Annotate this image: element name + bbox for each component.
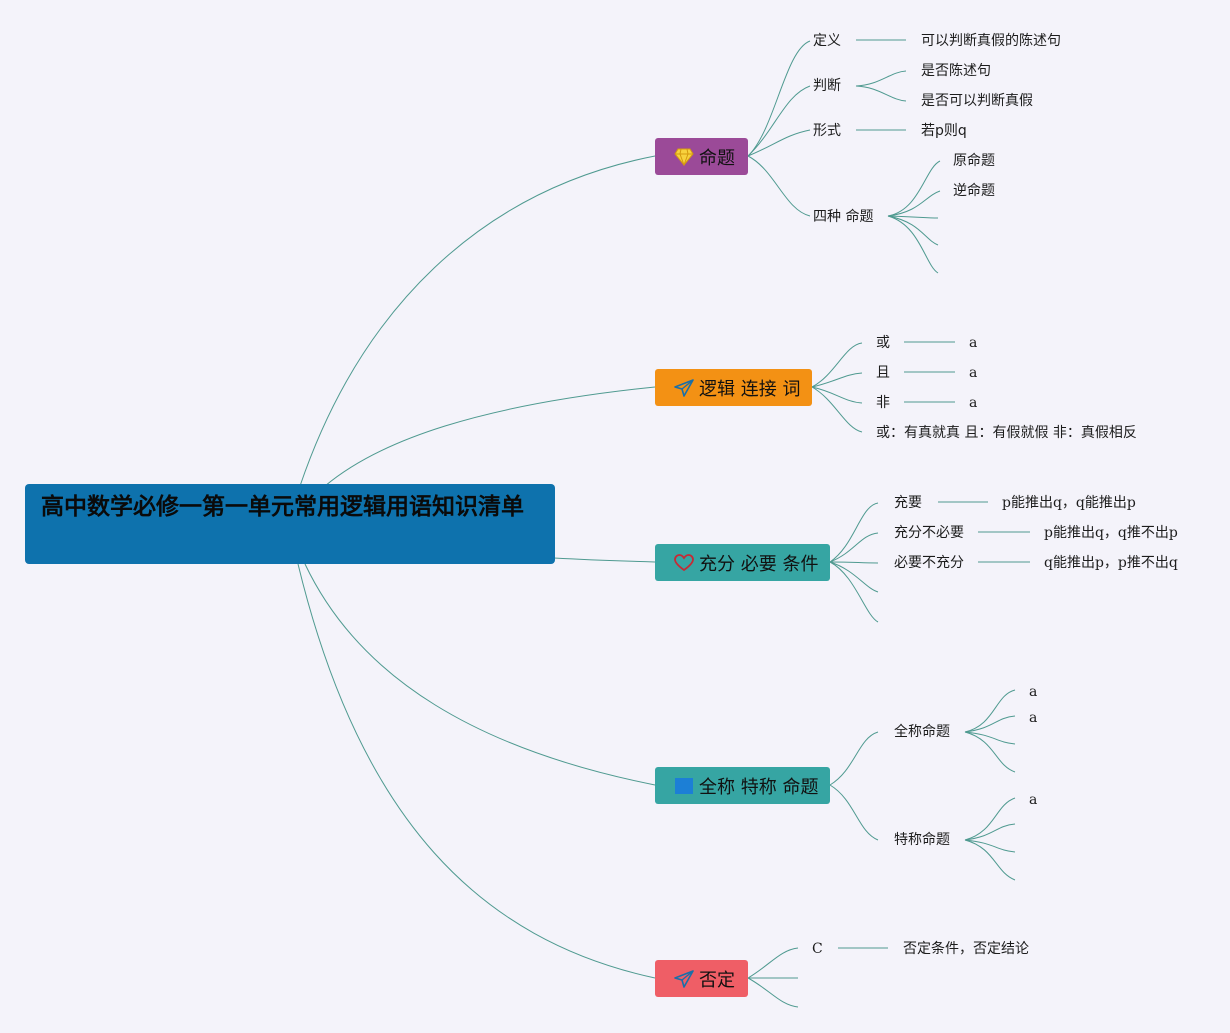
- quantifier-universal-label[interactable]: 全称命题: [894, 724, 950, 740]
- quantifier-existential-item[interactable]: a: [1029, 792, 1038, 808]
- quantifier-universal-item[interactable]: a: [1029, 710, 1038, 726]
- condition-item-label[interactable]: 充分不必要: [894, 525, 964, 541]
- logic-or-value[interactable]: a: [969, 335, 978, 351]
- logic-or-label[interactable]: 或: [876, 335, 890, 351]
- proposition-four-label[interactable]: 四种 命题: [813, 209, 874, 225]
- condition-item-value[interactable]: q能推出p，p推不出q: [1044, 555, 1178, 571]
- root-topic[interactable]: 高中数学必修一第一单元常用逻辑用语知识清单: [25, 484, 555, 564]
- condition-item-value[interactable]: p能推出q，q能推出p: [1002, 495, 1136, 511]
- branch-logic-label: 逻辑 连接 词: [699, 378, 801, 400]
- branch-negation[interactable]: 否定: [655, 960, 748, 997]
- quantifier-existential-label[interactable]: 特称命题: [894, 832, 950, 848]
- proposition-definition-label[interactable]: 定义: [813, 33, 841, 49]
- proposition-judgement-item[interactable]: 是否陈述句: [921, 63, 991, 79]
- proposition-judgement-item[interactable]: 是否可以判断真假: [921, 93, 1033, 109]
- diamond-icon: [673, 146, 695, 168]
- paper-plane-icon: [673, 968, 695, 990]
- proposition-definition-value[interactable]: 可以判断真假的陈述句: [921, 33, 1061, 49]
- branch-condition-label: 充分 必要 条件: [699, 553, 819, 575]
- logic-summary[interactable]: 或：有真就真 且：有假就假 非：真假相反: [876, 425, 1137, 441]
- branch-proposition[interactable]: 命题: [655, 138, 748, 175]
- condition-item-label[interactable]: 充要: [894, 495, 922, 511]
- paper-plane-icon: [673, 377, 695, 399]
- branch-logic[interactable]: 逻辑 连接 词: [655, 369, 812, 406]
- heart-icon: [673, 552, 695, 574]
- root-title: 高中数学必修一第一单元常用逻辑用语知识清单: [41, 494, 524, 520]
- logic-and-label[interactable]: 且: [876, 365, 890, 381]
- branch-quantifier-label: 全称 特称 命题: [699, 776, 819, 798]
- proposition-four-item[interactable]: 逆命题: [953, 183, 995, 199]
- flag-icon: [673, 775, 695, 797]
- condition-item-value[interactable]: p能推出q，q推不出p: [1044, 525, 1178, 541]
- condition-item-label[interactable]: 必要不充分: [894, 555, 964, 571]
- logic-not-value[interactable]: a: [969, 395, 978, 411]
- negation-item-value[interactable]: 否定条件，否定结论: [903, 941, 1029, 957]
- branch-proposition-label: 命题: [699, 147, 735, 169]
- logic-not-label[interactable]: 非: [876, 395, 890, 411]
- branch-condition[interactable]: 充分 必要 条件: [655, 544, 830, 581]
- proposition-four-item[interactable]: 原命题: [953, 153, 995, 169]
- proposition-form-value[interactable]: 若p则q: [921, 123, 967, 139]
- negation-item-label[interactable]: C: [812, 941, 823, 957]
- branch-negation-label: 否定: [699, 969, 735, 991]
- proposition-judgement-label[interactable]: 判断: [813, 78, 841, 94]
- quantifier-universal-item[interactable]: a: [1029, 684, 1038, 700]
- proposition-form-label[interactable]: 形式: [813, 123, 841, 139]
- logic-and-value[interactable]: a: [969, 365, 978, 381]
- branch-quantifier[interactable]: 全称 特称 命题: [655, 767, 830, 804]
